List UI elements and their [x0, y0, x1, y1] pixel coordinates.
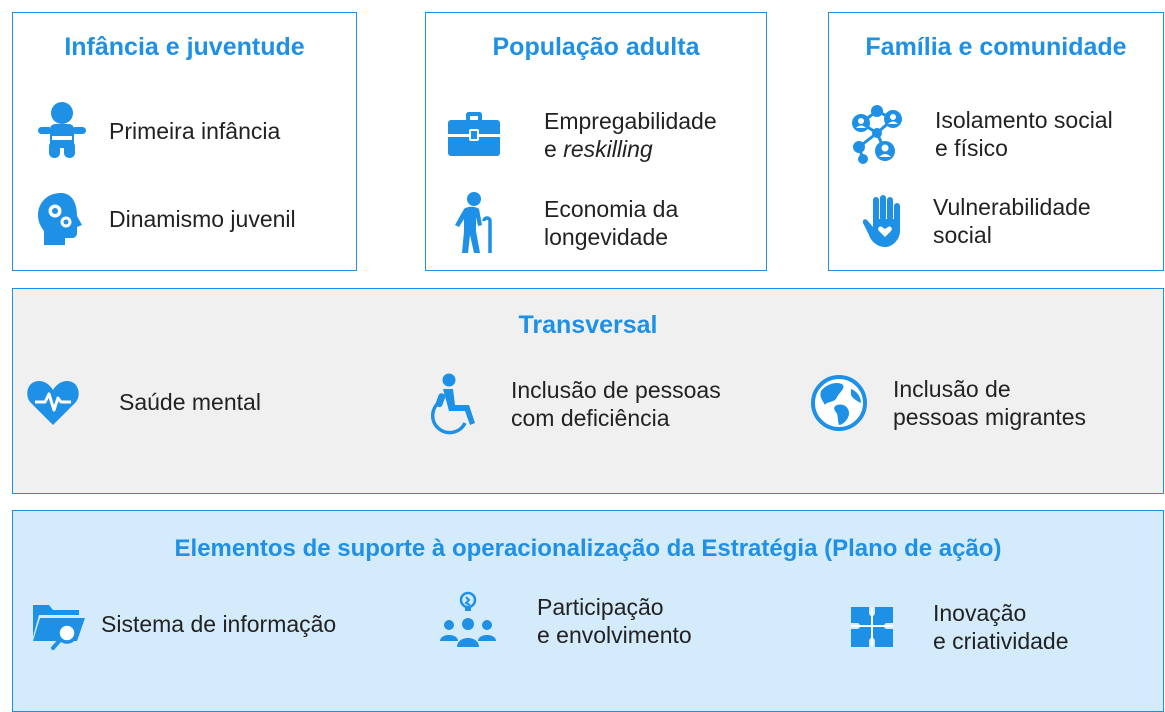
item-line1: Empregabilidade	[544, 108, 717, 134]
item-line2: longevidade	[544, 224, 669, 250]
item-line2: e físico	[935, 135, 1008, 161]
group-idea-icon	[437, 591, 499, 651]
item-line2: e envolvimento	[537, 622, 692, 648]
item-label: Dinamismo juvenil	[109, 206, 296, 232]
item-line1: Participação	[537, 594, 664, 620]
item-label: Vulnerabilidade social	[933, 193, 1091, 249]
item-inclusao-deficiencia: Inclusão de pessoas com deficiência	[431, 373, 721, 435]
item-empregabilidade: Empregabilidade e reskilling	[446, 107, 717, 163]
item-primeira-infancia: Primeira infância	[35, 101, 280, 161]
head-gears-icon	[35, 191, 87, 247]
box-childhood-youth: Infância e juventude Primeira infância	[12, 12, 357, 271]
item-line1: Economia da	[544, 196, 679, 222]
box-title: Família e comunidade	[865, 33, 1127, 61]
item-line2-prefix: e	[544, 136, 564, 162]
item-label: Economia da longevidade	[544, 195, 678, 251]
item-vulnerabilidade-social: Vulnerabilidade social	[859, 193, 1091, 249]
item-label: Inclusão de pessoas migrantes	[893, 375, 1086, 431]
item-participacao: Participação e envolvimento	[437, 591, 692, 651]
heart-pulse-icon	[25, 377, 81, 427]
item-label: Participação e envolvimento	[537, 593, 692, 649]
box-title: Elementos de suporte à operacionalização…	[174, 535, 1002, 562]
elderly-person-icon	[446, 191, 502, 255]
item-label: Inovação e criatividade	[933, 599, 1069, 655]
item-line1: Inovação	[933, 600, 1027, 626]
network-people-icon	[847, 103, 907, 165]
box-title: Infância e juventude	[64, 33, 305, 61]
globe-icon	[809, 373, 869, 433]
item-label: Empregabilidade e reskilling	[544, 107, 717, 163]
item-saude-mental: Saúde mental	[25, 377, 261, 427]
item-line2: social	[933, 222, 992, 248]
item-isolamento-social: Isolamento social e físico	[847, 103, 1113, 165]
item-line1: Vulnerabilidade	[933, 194, 1091, 220]
item-sistema-informacao: Sistema de informação	[31, 597, 336, 651]
wheelchair-icon	[431, 373, 479, 435]
puzzle-icon	[849, 603, 897, 651]
item-inclusao-migrantes: Inclusão de pessoas migrantes	[809, 373, 1086, 433]
box-adult-population: População adulta Empregabilidade e reski…	[425, 12, 767, 271]
item-line1: Inclusão de	[893, 376, 1011, 402]
box-family-community: Família e comunidade	[828, 12, 1164, 271]
box-title: População adulta	[492, 33, 700, 61]
item-label: Isolamento social e físico	[935, 106, 1113, 162]
box-support-elements: Elementos de suporte à operacionalização…	[12, 510, 1164, 712]
briefcase-icon	[446, 110, 502, 160]
item-label: Primeira infância	[109, 118, 281, 144]
box-transversal: Transversal Saúde mental Inclusão de pes…	[12, 288, 1164, 494]
baby-icon	[35, 101, 89, 161]
item-label: Sistema de informação	[101, 611, 337, 637]
hand-heart-icon	[859, 193, 907, 249]
item-line2: com deficiência	[511, 405, 670, 431]
item-line2: pessoas migrantes	[893, 404, 1087, 430]
box-title: Transversal	[518, 311, 658, 339]
item-dinamismo-juvenil: Dinamismo juvenil	[35, 191, 296, 247]
item-label: Inclusão de pessoas com deficiência	[511, 376, 721, 432]
item-line2-italic: reskilling	[563, 136, 653, 162]
item-line1: Isolamento social	[935, 107, 1113, 133]
item-label: Saúde mental	[119, 389, 261, 415]
item-economia-longevidade: Economia da longevidade	[446, 191, 678, 255]
folder-search-icon	[31, 597, 87, 651]
item-inovacao: Inovação e criatividade	[849, 599, 1069, 655]
item-line1: Inclusão de pessoas	[511, 377, 721, 403]
item-line2: e criatividade	[933, 628, 1069, 654]
